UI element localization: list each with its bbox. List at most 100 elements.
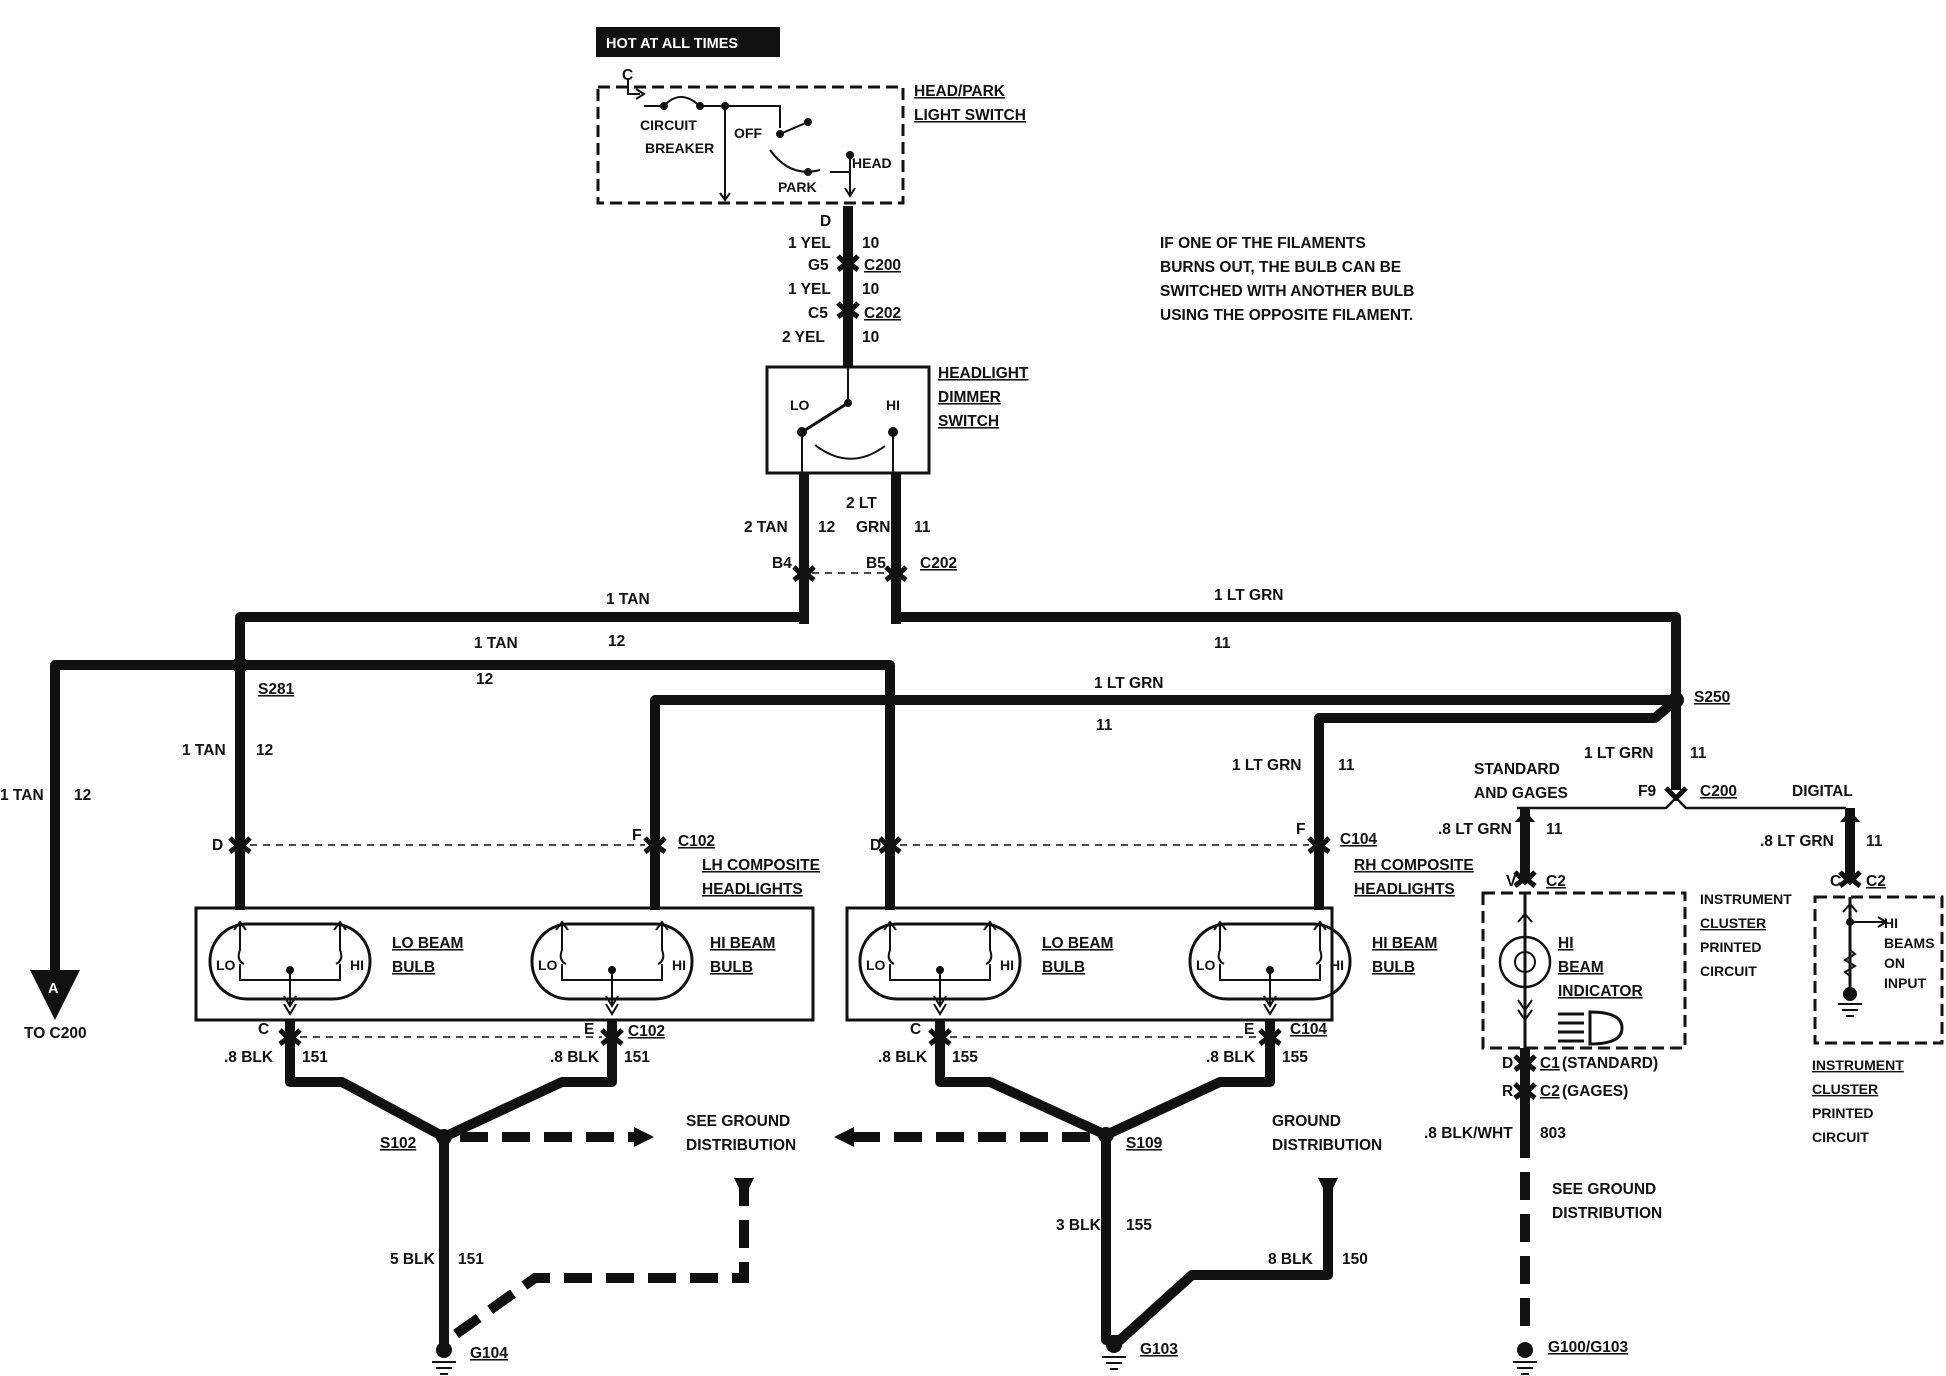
lh-pin-f: F [632,827,641,844]
rh-pin-c: C [910,1021,921,1038]
s281-label: S281 [258,681,295,698]
lh-gnd-left-wire: .8 BLK [224,1049,274,1066]
cluster2-label-2: CLUSTER [1812,1081,1878,1097]
see-ground-2: DISTRIBUTION [686,1137,796,1154]
s250-ltgrn-label: 1 LT GRN [1584,745,1653,762]
lh-hi-bulb-title-2: BULB [710,959,753,976]
rh-gnd-left-circuit: 155 [952,1049,978,1066]
see-ground-1: SEE GROUND [686,1113,790,1130]
tan-wire-label: 2 TAN [744,519,788,536]
rh-gnd-right-wire: .8 BLK [1206,1049,1256,1066]
lh-hi-beam-bulb: LO HI [530,920,694,1016]
ltgrn-top-circuit: 11 [1214,635,1231,652]
dimmer-lo-label: LO [790,397,810,413]
ind-c1-note: (STANDARD) [1562,1055,1658,1072]
ind-pin-r: R [1502,1083,1513,1100]
lh-hi-filament-hi: HI [672,957,686,973]
park-label: PARK [778,179,817,195]
ltgrn-top-label: 1 LT GRN [1214,587,1283,604]
c202-label: C202 [864,305,901,322]
ground-symbol-g100-g103 [1513,1342,1537,1375]
note-line-1: IF ONE OF THE FILAMENTS [1160,235,1366,252]
lh-gnd-right-circuit: 151 [624,1049,650,1066]
note-line-3: SWITCHED WITH ANOTHER BULB [1160,283,1414,300]
hi-beam-indicator-2: BEAM [1558,959,1604,976]
cluster-label-2: CLUSTER [1700,915,1766,931]
lh-title-1: LH COMPOSITE [702,857,820,874]
hi-beams-input-3: ON [1884,955,1905,971]
ground-wiring: S102 S109 SEE GROUND DISTRIBUTION GROUND… [285,1072,1382,1375]
indicator-c200-label: C200 [1700,783,1737,800]
f9-label: F9 [1638,783,1656,800]
rh-gnd-left-wire: .8 BLK [878,1049,928,1066]
dig-wire-circuit: 11 [1866,833,1883,850]
pin-d-label: D [820,213,831,230]
ind-pin-d: D [1502,1055,1513,1072]
lh-lo-bulb-title-1: LO BEAM [392,935,463,952]
lh-conn: C102 [678,833,715,850]
off-label: OFF [734,125,762,141]
ind-ground-label: G100/G103 [1548,1339,1629,1356]
blk3-circuit: 155 [1126,1217,1152,1234]
ind-ground-circuit: 803 [1540,1125,1566,1142]
rh-pin-f: F [1296,821,1305,838]
rh-hi-bulb-title-1: HI BEAM [1372,935,1437,952]
lh-pin-e: E [584,1021,594,1038]
dimmer-output-wires: 2 TAN 12 2 LT GRN 11 B4 B5 C202 [744,473,957,624]
rh-pin-d: D [870,837,881,854]
s250-ltgrn-circuit: 11 [1690,745,1707,762]
dig-wire-label: .8 LT GRN [1760,833,1834,850]
left-tan-label: 1 TAN [0,787,44,804]
c202-pin-label: C5 [808,305,828,322]
rh-conn-bottom: C104 [1290,1021,1327,1038]
std-pin-v: V [1506,873,1517,890]
tan-top-label: 1 TAN [606,591,650,608]
headlight-dimmer-switch: LO HI HEADLIGHT DIMMER SWITCH [765,365,1029,475]
note-line-4: USING THE OPPOSITE FILAMENT. [1160,307,1413,324]
ind-c1: C1 [1540,1055,1560,1072]
rh-ltgrn-label: 1 LT GRN [1232,757,1301,774]
rh-title-2: HEADLIGHTS [1354,881,1455,898]
cluster-label-3: PRINTED [1700,939,1761,955]
bus-wires: 1 TAN 12 1 LT GRN 11 1 TAN 12 1 LT GRN 1… [0,587,1730,980]
lh-pin-d: D [212,837,223,854]
hi-beams-input-4: INPUT [1884,975,1926,991]
c200-label: C200 [864,257,901,274]
std-c2: C2 [1546,873,1566,890]
rh-title-1: RH COMPOSITE [1354,857,1474,874]
hi-beam-indicator-section: F9 C200 STANDARD AND GAGES DIGITAL .8 LT… [1424,761,1944,1375]
ground-dist-2: DISTRIBUTION [1272,1137,1382,1154]
ind-c2b: C2 [1540,1083,1560,1100]
cluster2-label-4: CIRCUIT [1812,1129,1869,1145]
ind-ground-wire: .8 BLK/WHT [1424,1125,1513,1142]
offpage-connector-a: A TO C200 [24,970,87,1042]
ltgrn-mid-label: 1 LT GRN [1094,675,1163,692]
yel-wire-3-circuit: 10 [862,329,879,346]
rh-conn: C104 [1340,831,1377,848]
offpage-label: TO C200 [24,1025,87,1042]
lh-lo-bulb-title-2: BULB [392,959,435,976]
b5-label: B5 [866,555,886,572]
s102-label: S102 [380,1135,416,1152]
left-tan-circuit: 12 [74,787,91,804]
head-park-light-switch: C CIRCUIT BREAKER OFF PARK HEAD HEAD/PAR… [596,67,1026,230]
yel-wire-1-circuit: 10 [862,235,879,252]
circuit-breaker-label-1: CIRCUIT [640,117,697,133]
standard-gages-2: AND GAGES [1474,785,1568,802]
dimmer-title-1: HEADLIGHT [938,365,1029,382]
blk5-label: 5 BLK [390,1251,436,1268]
lh-gnd-right-wire: .8 BLK [550,1049,600,1066]
ground-dist-1: GROUND [1272,1113,1341,1130]
standard-gages-1: STANDARD [1474,761,1560,778]
hot-at-all-times-banner: HOT AT ALL TIMES [596,27,780,57]
yellow-feed-wire: 1 YEL 10 G5 C200 1 YEL 10 C5 C202 2 YEL … [782,206,901,368]
filament-note: IF ONE OF THE FILAMENTS BURNS OUT, THE B… [1160,235,1414,324]
hi-beams-input-2: BEAMS [1884,935,1935,951]
ground-symbol-g104 [432,1342,456,1375]
lh-lo-beam-bulb: LO HI [208,920,372,1016]
circuit-breaker-label-2: BREAKER [645,140,714,156]
rh-pin-e: E [1244,1021,1254,1038]
head-park-title-2: LIGHT SWITCH [914,107,1026,124]
head-label: HEAD [852,155,892,171]
